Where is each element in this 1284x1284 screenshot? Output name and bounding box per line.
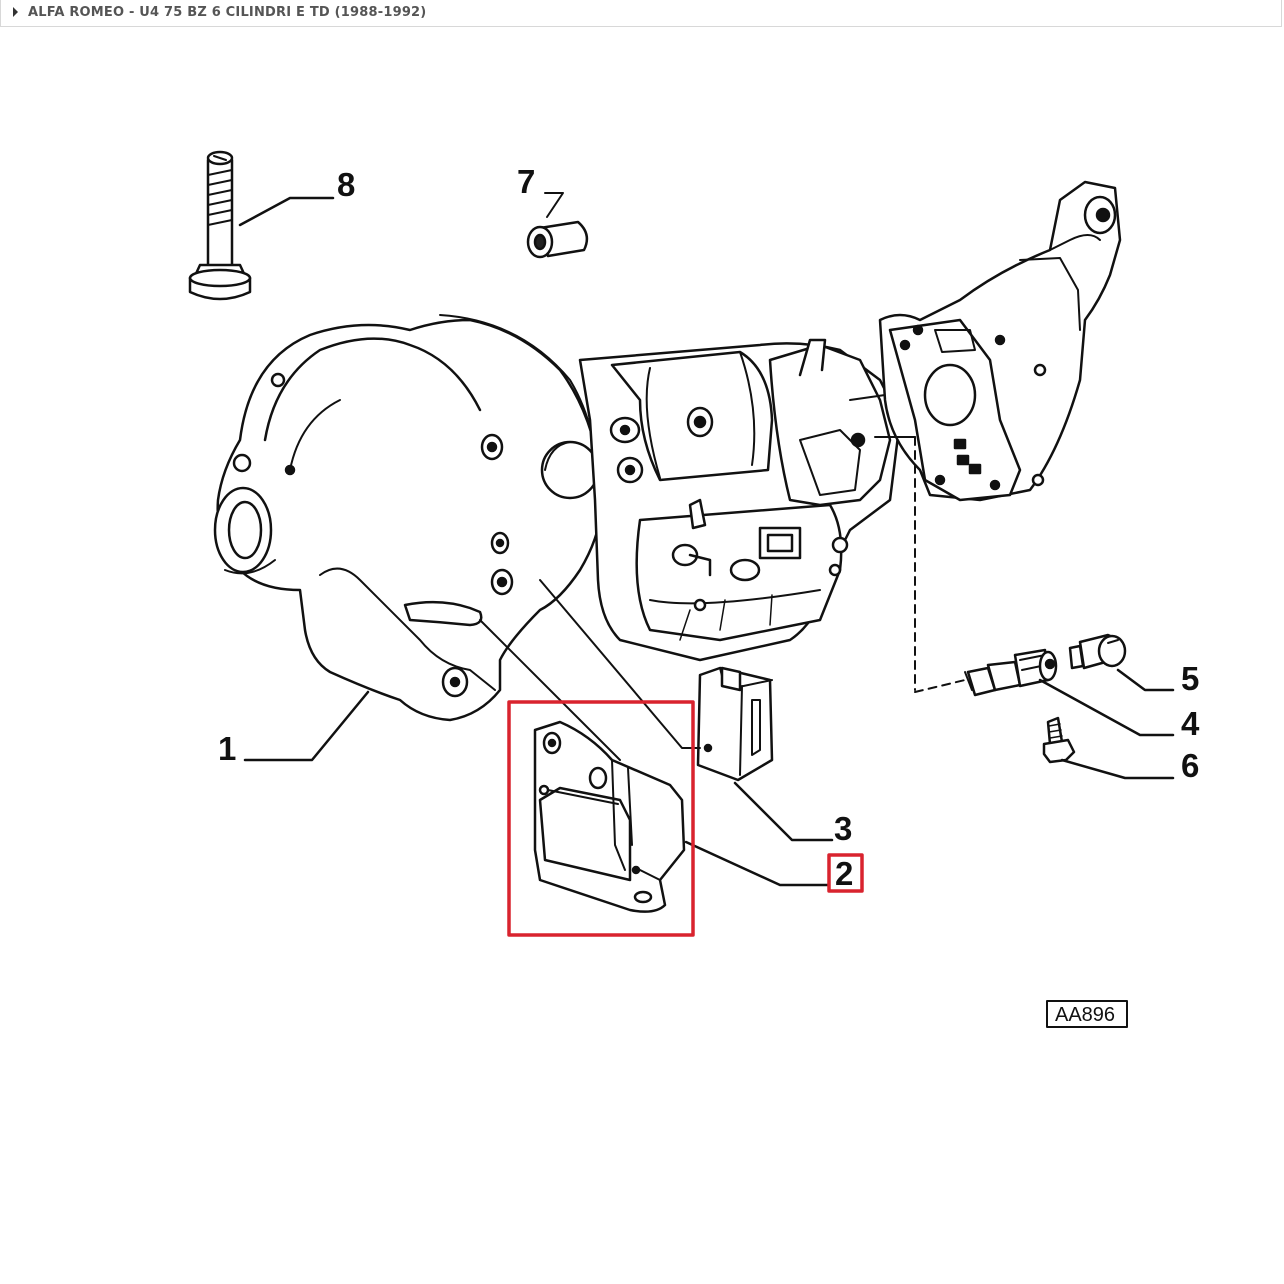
highlight-frame-part-2 <box>507 700 695 937</box>
callout-8: 8 <box>337 166 355 203</box>
callout-2[interactable]: 2 <box>835 855 853 892</box>
callout-5: 5 <box>1181 660 1199 697</box>
leader-line-1 <box>243 690 370 762</box>
leader-line-2 <box>684 840 830 887</box>
leader-line-5 <box>1116 668 1175 692</box>
callout-4: 4 <box>1181 705 1200 742</box>
breadcrumb-title: ALFA ROMEO - U4 75 BZ 6 CILINDRI E TD (1… <box>28 5 427 20</box>
leader-line-7 <box>544 192 564 218</box>
ref-code-box <box>1046 1000 1128 1028</box>
callout-3: 3 <box>834 810 852 847</box>
leader-line-6 <box>1060 758 1175 780</box>
leader-line-3 <box>733 781 834 842</box>
part-6-screw[interactable] <box>1042 716 1076 764</box>
leader-line-2b <box>479 619 621 761</box>
part-3-bracket[interactable] <box>696 666 774 782</box>
callout-7: 7 <box>517 163 535 200</box>
part-5-plug[interactable] <box>1068 633 1127 670</box>
breadcrumb-header[interactable]: ALFA ROMEO - U4 75 BZ 6 CILINDRI E TD (1… <box>0 0 1282 27</box>
leader-line-8 <box>238 196 335 227</box>
part-7-bushing[interactable] <box>526 220 589 259</box>
part-8-bolt[interactable] <box>188 150 252 301</box>
leader-line-4 <box>1038 678 1175 737</box>
expand-arrow-icon[interactable] <box>13 7 18 17</box>
part-1-transmission[interactable] <box>213 180 1122 722</box>
callout-6: 6 <box>1181 747 1199 784</box>
ref-code-label: AA896 <box>1055 1004 1115 1026</box>
callout-1: 1 <box>218 730 236 767</box>
part-2-mount[interactable] <box>533 720 686 913</box>
highlight-frame-callout-2 <box>827 853 864 893</box>
part-4-sensor[interactable] <box>964 648 1058 697</box>
